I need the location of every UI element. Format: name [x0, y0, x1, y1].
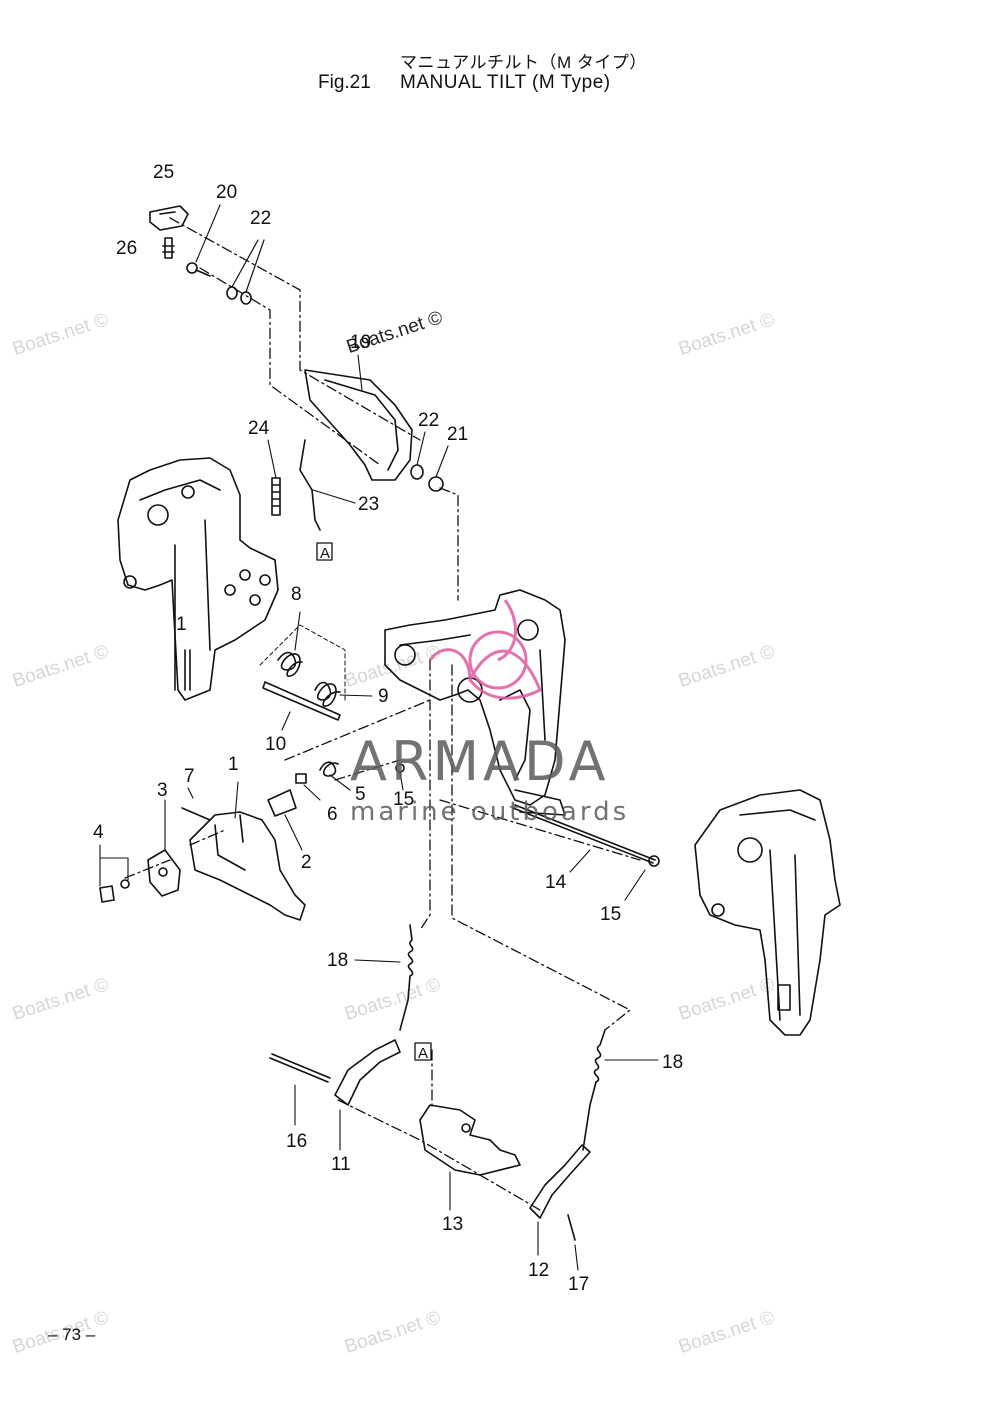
part-3-plate: [147, 849, 181, 897]
part-1-bracket-right: [694, 789, 841, 1036]
part-1-bracket-left: [117, 457, 279, 701]
callout-25: 25: [153, 162, 174, 183]
callout-24: 24: [248, 418, 270, 439]
part-17-pin: [567, 1214, 576, 1241]
callout-9: 9: [378, 686, 389, 707]
callout-17: 17: [568, 1274, 589, 1295]
part-20-bolt: [186, 262, 198, 274]
part-22-washer: [240, 291, 252, 305]
callout-2: 2: [301, 852, 312, 873]
part-19-tilt-lever: [304, 369, 413, 481]
callout-6: 6: [327, 804, 338, 825]
armada-logo: ARMADA marine outboards: [350, 599, 629, 827]
part-14-rod: [514, 804, 656, 861]
callout-18: 18: [662, 1052, 683, 1073]
callout-19: 19: [350, 332, 371, 353]
callout-15: 15: [600, 904, 621, 925]
assembly-lines: [124, 217, 641, 1211]
part-18-spring: [399, 924, 414, 1031]
logo-wordmark: ARMADA: [350, 730, 610, 793]
part-2-cap: [267, 789, 297, 817]
swivel-bracket: [384, 589, 566, 806]
part-18-spring: [582, 1029, 606, 1151]
part-15-clip: [648, 855, 660, 867]
box-label-a: A: [418, 1045, 428, 1062]
callout-1: 1: [176, 614, 187, 635]
part-5-spring: [319, 761, 339, 777]
part-22-washer: [226, 286, 238, 300]
title-english: MANUAL TILT (M Type): [400, 72, 611, 93]
part-9-spring: [314, 681, 341, 707]
part-10-shaft: [262, 681, 341, 721]
part-6-cap: [295, 773, 307, 784]
part-22-washer: [410, 464, 424, 480]
logo-tagline: marine outboards: [350, 797, 629, 827]
callout-26: 26: [116, 238, 137, 259]
part-7-pin: [181, 807, 211, 821]
part-8-spring: [277, 651, 303, 677]
title-japanese: マニュアルチルト（M タイプ）: [400, 53, 647, 72]
callout-16: 16: [286, 1131, 307, 1152]
callout-8: 8: [291, 584, 302, 605]
callout-20: 20: [216, 182, 237, 203]
part-25-clip: [149, 205, 189, 231]
callout-14: 14: [545, 872, 567, 893]
part-26-screw: [164, 237, 173, 259]
part-12-lever: [529, 1144, 591, 1219]
callout-21: 21: [447, 424, 468, 445]
callout-3: 3: [157, 780, 168, 801]
callout-labels: 25 20 22 26 19 22 21 24 23 A 8 9 10 5 15…: [93, 162, 683, 1295]
callout-1: 1: [228, 754, 239, 775]
part-21-washer: [428, 476, 444, 492]
callout-22: 22: [250, 208, 271, 229]
part-16-pin: [269, 1053, 331, 1083]
part-23-rod: [299, 439, 321, 531]
part-13-bracket: [419, 1104, 521, 1176]
figure-number: Fig.21: [318, 72, 371, 93]
part-11-lever: [334, 1039, 401, 1106]
callout-5: 5: [355, 784, 366, 805]
callout-15: 15: [393, 789, 414, 810]
callout-4: 4: [93, 822, 104, 843]
callout-10: 10: [265, 734, 286, 755]
callout-22: 22: [418, 410, 439, 431]
part-4-screw: [99, 885, 115, 903]
part-1-lever: [189, 811, 306, 921]
callout-11: 11: [331, 1154, 351, 1175]
page-number: – 73 –: [48, 1325, 96, 1344]
callout-18: 18: [327, 950, 348, 971]
callout-23: 23: [358, 494, 379, 515]
callout-7: 7: [184, 766, 195, 787]
part-24-pin: [271, 477, 281, 516]
callout-12: 12: [528, 1260, 549, 1281]
callout-13: 13: [442, 1214, 463, 1235]
box-label-a: A: [320, 545, 330, 562]
